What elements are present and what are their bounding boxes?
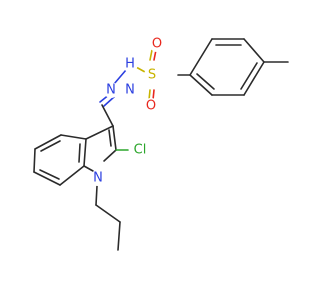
bond-c1-c2 <box>189 38 213 76</box>
bond-i-c5-c6 <box>33 148 36 173</box>
molecule-structure-diagram: S O O H N N N Cl <box>33 36 289 251</box>
oxygen-bottom-label: O <box>146 99 156 114</box>
bond-s-nh <box>135 66 146 73</box>
bond-i-c2-c3-inner <box>108 129 112 147</box>
n-sulfonyl-atom: N <box>122 82 138 98</box>
chlorine-atom: Cl <box>129 142 151 159</box>
bond-layer <box>33 38 289 251</box>
bond-ch-c3 <box>101 104 114 127</box>
bond-i-c2-n1 <box>103 149 117 162</box>
chlorine-label: Cl <box>134 143 147 158</box>
bond-c4-c5-inner <box>240 62 258 90</box>
bond-n1-ch2 <box>95 185 98 206</box>
bond-i-c6-c7 <box>33 171 61 186</box>
n-imine-label: N <box>106 83 116 98</box>
atom-label-layer: S O O H N N N Cl <box>90 36 165 186</box>
bond-i-c3a-c7a-inner <box>78 143 81 163</box>
bond-c3-c4 <box>243 38 265 63</box>
bond-i-c6-c7-inner <box>39 169 60 180</box>
bond-s-o-top-a <box>149 49 153 61</box>
n-sulfonyl-label: N <box>125 83 135 98</box>
n-indole-atom: N <box>90 170 106 186</box>
oxygen-bottom-atom: O <box>143 98 159 114</box>
n-indole-label: N <box>93 171 103 186</box>
nh-group: H <box>122 56 138 72</box>
bond-imine-b <box>103 96 115 107</box>
oxygen-top-label: O <box>152 37 162 52</box>
bond-i-c4-c5 <box>34 134 62 150</box>
sulfur-atom: S <box>144 67 160 83</box>
hydrogen-label: H <box>125 57 135 72</box>
bond-i-c3-c2 <box>112 125 117 151</box>
bond-i-c3-c3a <box>85 125 114 140</box>
bond-i-c3a-c7a <box>83 138 87 167</box>
bond-ch2-ch2 <box>95 204 121 223</box>
oxygen-top-atom: O <box>149 36 165 52</box>
n-imine-atom: N <box>103 82 119 98</box>
bond-nh-n <box>113 69 127 85</box>
bond-i-c7a-n1 <box>83 165 94 172</box>
bond-i-c3a-c4 <box>60 134 87 140</box>
bond-c6-c1-inner <box>196 73 215 90</box>
bond-c6-c1 <box>189 74 213 96</box>
bond-i-c7-c7a <box>59 165 85 186</box>
bond-c4-c5 <box>243 61 265 96</box>
sulfur-label: S <box>148 68 156 83</box>
bond-i-c4-c5-inner <box>40 140 61 152</box>
bond-ch2-ch3 <box>117 221 121 251</box>
